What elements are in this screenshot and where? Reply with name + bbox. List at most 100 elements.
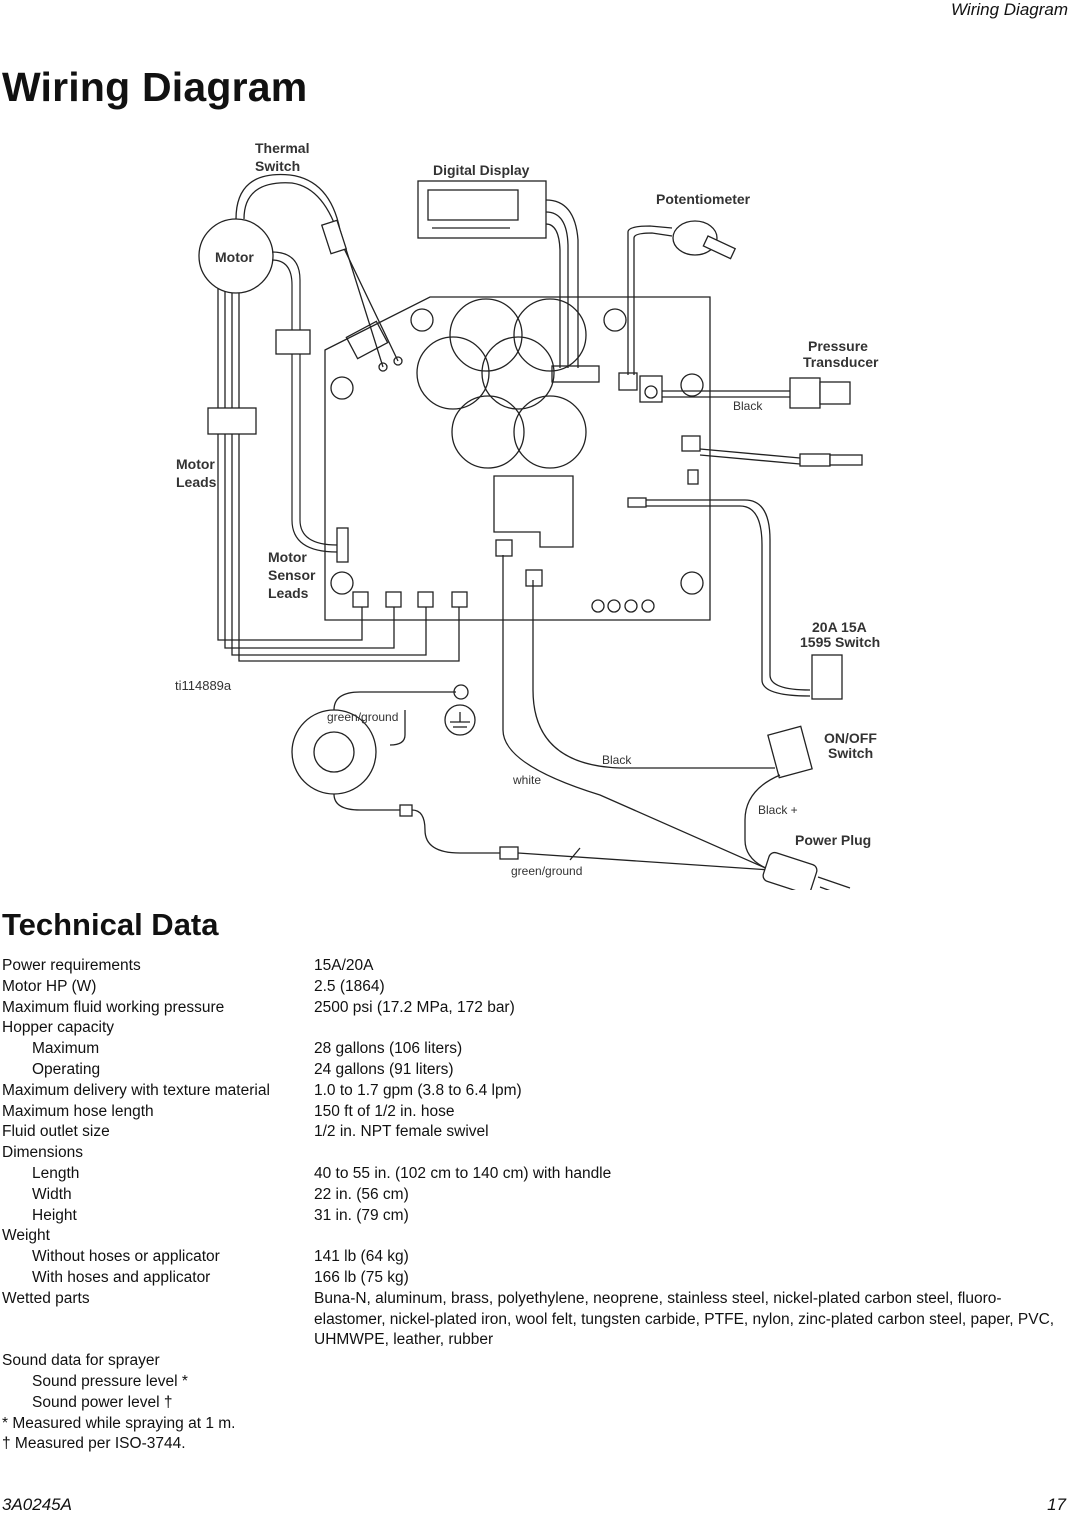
label-1595-switch: 20A 15A <box>812 619 867 635</box>
spec-row: Sound data for sprayer <box>2 1351 1068 1372</box>
spec-key: Maximum hose length <box>2 1102 154 1120</box>
spec-value <box>314 1351 1068 1372</box>
spec-row: † Measured per ISO-3744. <box>2 1434 1068 1455</box>
spec-key: * Measured while spraying at 1 m. <box>2 1414 236 1432</box>
spec-key: Operating <box>32 1060 101 1078</box>
spec-key: Motor HP (W) <box>2 977 97 995</box>
section-title-wiring: Wiring Diagram <box>2 64 308 110</box>
spec-value: 28 gallons (106 liters) <box>314 1040 463 1058</box>
label-potentiometer: Potentiometer <box>656 191 751 207</box>
spec-value <box>314 1393 1068 1414</box>
spec-key: Weight <box>2 1227 50 1245</box>
label-on-off: ON/OFF <box>824 730 877 746</box>
label-pressure: Pressure <box>808 338 868 354</box>
spec-row: Maximum delivery with texture material 1.… <box>2 1081 1068 1102</box>
spec-value <box>314 1414 1068 1435</box>
technical-data-table: Power requirements 15A/20A Motor HP (W) 2.5… <box>2 956 1068 1455</box>
section-title-technical: Technical Data <box>2 907 219 942</box>
spec-key: Dimensions <box>2 1144 83 1162</box>
spec-row: Maximum 28 gallons (106 liters) <box>2 1039 1068 1060</box>
spec-value: 22 in. (56 cm) <box>314 1185 409 1203</box>
spec-row: Width 22 in. (56 cm) <box>2 1185 1068 1206</box>
spec-key: With hoses and applicator <box>32 1268 211 1286</box>
spec-row: Power requirements 15A/20A <box>2 956 1068 977</box>
spec-key: Sound data for sprayer <box>2 1352 160 1370</box>
spec-key: Maximum delivery with texture material <box>2 1081 270 1099</box>
spec-row: Maximum fluid working pressure 2500 psi (… <box>2 998 1068 1019</box>
spec-value <box>314 1226 1068 1247</box>
page-number: 17 <box>1047 1495 1066 1514</box>
spec-key: † Measured per ISO-3744. <box>2 1435 186 1453</box>
spec-value <box>314 1372 1068 1393</box>
spec-value <box>314 1143 1068 1164</box>
spec-value: Buna-N, aluminum, brass, polyethylene, n… <box>314 1289 1055 1349</box>
label-digital-display: Digital Display <box>433 162 530 178</box>
label-green-ground-top: green/ground <box>327 710 398 724</box>
label-black-mid: Black <box>602 753 632 767</box>
spec-value: 1.0 to 1.7 gpm (3.8 to 6.4 lpm) <box>314 1081 522 1099</box>
label-black-transducer: Black <box>733 399 763 413</box>
spec-key: Sound power level † <box>32 1393 173 1411</box>
spec-key: Width <box>32 1185 72 1203</box>
spec-row: Without hoses or applicator 141 lb (64 kg… <box>2 1247 1068 1268</box>
spec-value: 166 lb (75 kg) <box>314 1268 409 1286</box>
spec-key: Without hoses or applicator <box>32 1248 220 1266</box>
figure-id: ti114889a <box>175 678 232 693</box>
spec-row: Dimensions <box>2 1143 1068 1164</box>
spec-row: Hopper capacity <box>2 1018 1068 1039</box>
spec-value: 40 to 55 in. (102 cm to 140 cm) with han… <box>314 1164 612 1182</box>
spec-key: Fluid outlet size <box>2 1123 110 1141</box>
spec-value: 2500 psi (17.2 MPa, 172 bar) <box>314 998 515 1016</box>
spec-row: Sound power level † <box>2 1393 1068 1414</box>
power-plug <box>762 851 818 890</box>
spec-row: Operating 24 gallons (91 liters) <box>2 1060 1068 1081</box>
spec-row: Wetted parts Buna-N, aluminum, brass, pol… <box>2 1289 1068 1351</box>
spec-value: 31 in. (79 cm) <box>314 1206 409 1224</box>
spec-value <box>314 1434 1068 1455</box>
label-green-ground-bottom: green/ground <box>511 864 582 878</box>
label-thermal: Thermal <box>255 140 309 156</box>
spec-key: Wetted parts <box>2 1289 90 1307</box>
on-off-switch <box>767 725 813 779</box>
spec-value <box>314 1018 1068 1039</box>
switch-1595 <box>811 654 843 700</box>
spec-key: Height <box>32 1206 77 1224</box>
running-header: Wiring Diagram <box>951 0 1068 19</box>
spec-key: Maximum <box>32 1040 100 1058</box>
label-power-plug: Power Plug <box>795 832 871 848</box>
spec-value: 141 lb (64 kg) <box>314 1248 409 1266</box>
label-motor-leads: Motor <box>176 456 215 472</box>
spec-key: Sound pressure level * <box>32 1372 188 1390</box>
spec-key: Maximum fluid working pressure <box>2 998 225 1016</box>
label-black-plus: Black + <box>758 803 798 817</box>
spec-key: Length <box>32 1164 80 1182</box>
spec-row: With hoses and applicator 166 lb (75 kg) <box>2 1268 1068 1289</box>
pressure-transducer <box>789 377 821 409</box>
label-motor: Motor <box>215 249 254 265</box>
spec-key: Hopper capacity <box>2 1019 115 1037</box>
spec-value: 15A/20A <box>314 957 374 974</box>
spec-value: 1/2 in. NPT female swivel <box>314 1123 489 1141</box>
spec-row: Length 40 to 55 in. (102 cm to 140 cm) wi… <box>2 1164 1068 1185</box>
doc-number: 3A0245A <box>2 1495 72 1514</box>
spec-row: Maximum hose length 150 ft of 1/2 in. hos… <box>2 1102 1068 1123</box>
spec-key: Power requirements <box>2 957 141 974</box>
spec-row: Motor HP (W) 2.5 (1864) <box>2 977 1068 998</box>
label-motor-sensor: Motor <box>268 549 307 565</box>
spec-row: Height 31 in. (79 cm) <box>2 1206 1068 1227</box>
spec-row: Fluid outlet size 1/2 in. NPT female swiv… <box>2 1122 1068 1143</box>
spec-row: Sound pressure level * <box>2 1372 1068 1393</box>
spec-value: 24 gallons (91 liters) <box>314 1060 454 1078</box>
spec-value: 2.5 (1864) <box>314 977 385 995</box>
spec-value: 150 ft of 1/2 in. hose <box>314 1102 455 1120</box>
spec-row: Weight <box>2 1226 1068 1247</box>
control-board <box>324 296 711 621</box>
spec-row: * Measured while spraying at 1 m. <box>2 1414 1068 1435</box>
